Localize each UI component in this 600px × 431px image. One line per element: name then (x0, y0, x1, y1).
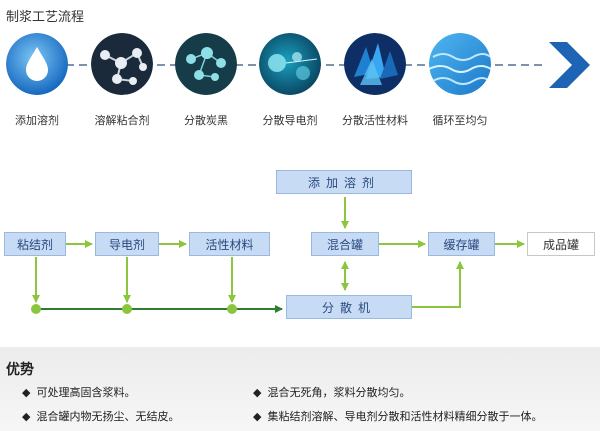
mixer-box: 混合罐 (311, 232, 379, 256)
conductive-box: 导电剂 (95, 232, 159, 256)
buffer-tank-box: 缓存罐 (428, 232, 495, 256)
active-material-box: 活性材料 (189, 232, 270, 256)
cells-icon (259, 33, 321, 95)
step-label-active: 分散活性材料 (342, 114, 408, 127)
diamond-bullet-icon: ◆ (22, 386, 31, 399)
flow-arrows (31, 197, 525, 314)
advantages-heading: 优势 (6, 362, 34, 378)
water-drop-icon (6, 33, 68, 95)
advantage-item: ◆可处理高固含浆料。 (22, 386, 136, 399)
step-label-conductive: 分散导电剂 (262, 114, 318, 127)
solvent-box: 添加溶剂 (276, 170, 412, 194)
step-label-solvent: 添加溶剂 (15, 114, 59, 127)
advantage-item: ◆集粘结剂溶解、导电剂分散和活性材料精细分散于一体。 (253, 410, 543, 423)
advantage-item: ◆混合罐内物无扬尘、无结皮。 (22, 410, 180, 423)
step-label-circulate: 循环至均匀 (432, 114, 488, 127)
water-surface-icon (429, 33, 491, 95)
crystal-icon (344, 33, 406, 95)
product-tank-box: 成品罐 (527, 232, 595, 256)
step-label-carbon: 分散炭黑 (184, 114, 228, 127)
step-label-binder: 溶解粘合剂 (94, 114, 150, 127)
diamond-bullet-icon: ◆ (22, 410, 31, 423)
molecule-icon (91, 33, 153, 95)
process-title: 制浆工艺流程 (6, 10, 85, 25)
particles-icon (175, 33, 237, 95)
diamond-bullet-icon: ◆ (253, 386, 262, 399)
diamond-bullet-icon: ◆ (253, 410, 262, 423)
disperser-box: 分散机 (286, 295, 412, 319)
advantages-panel (0, 347, 600, 431)
binder-box: 粘结剂 (4, 232, 66, 256)
advantage-item: ◆混合无死角，浆料分散均匀。 (253, 386, 411, 399)
chevron-right-icon (549, 42, 590, 88)
